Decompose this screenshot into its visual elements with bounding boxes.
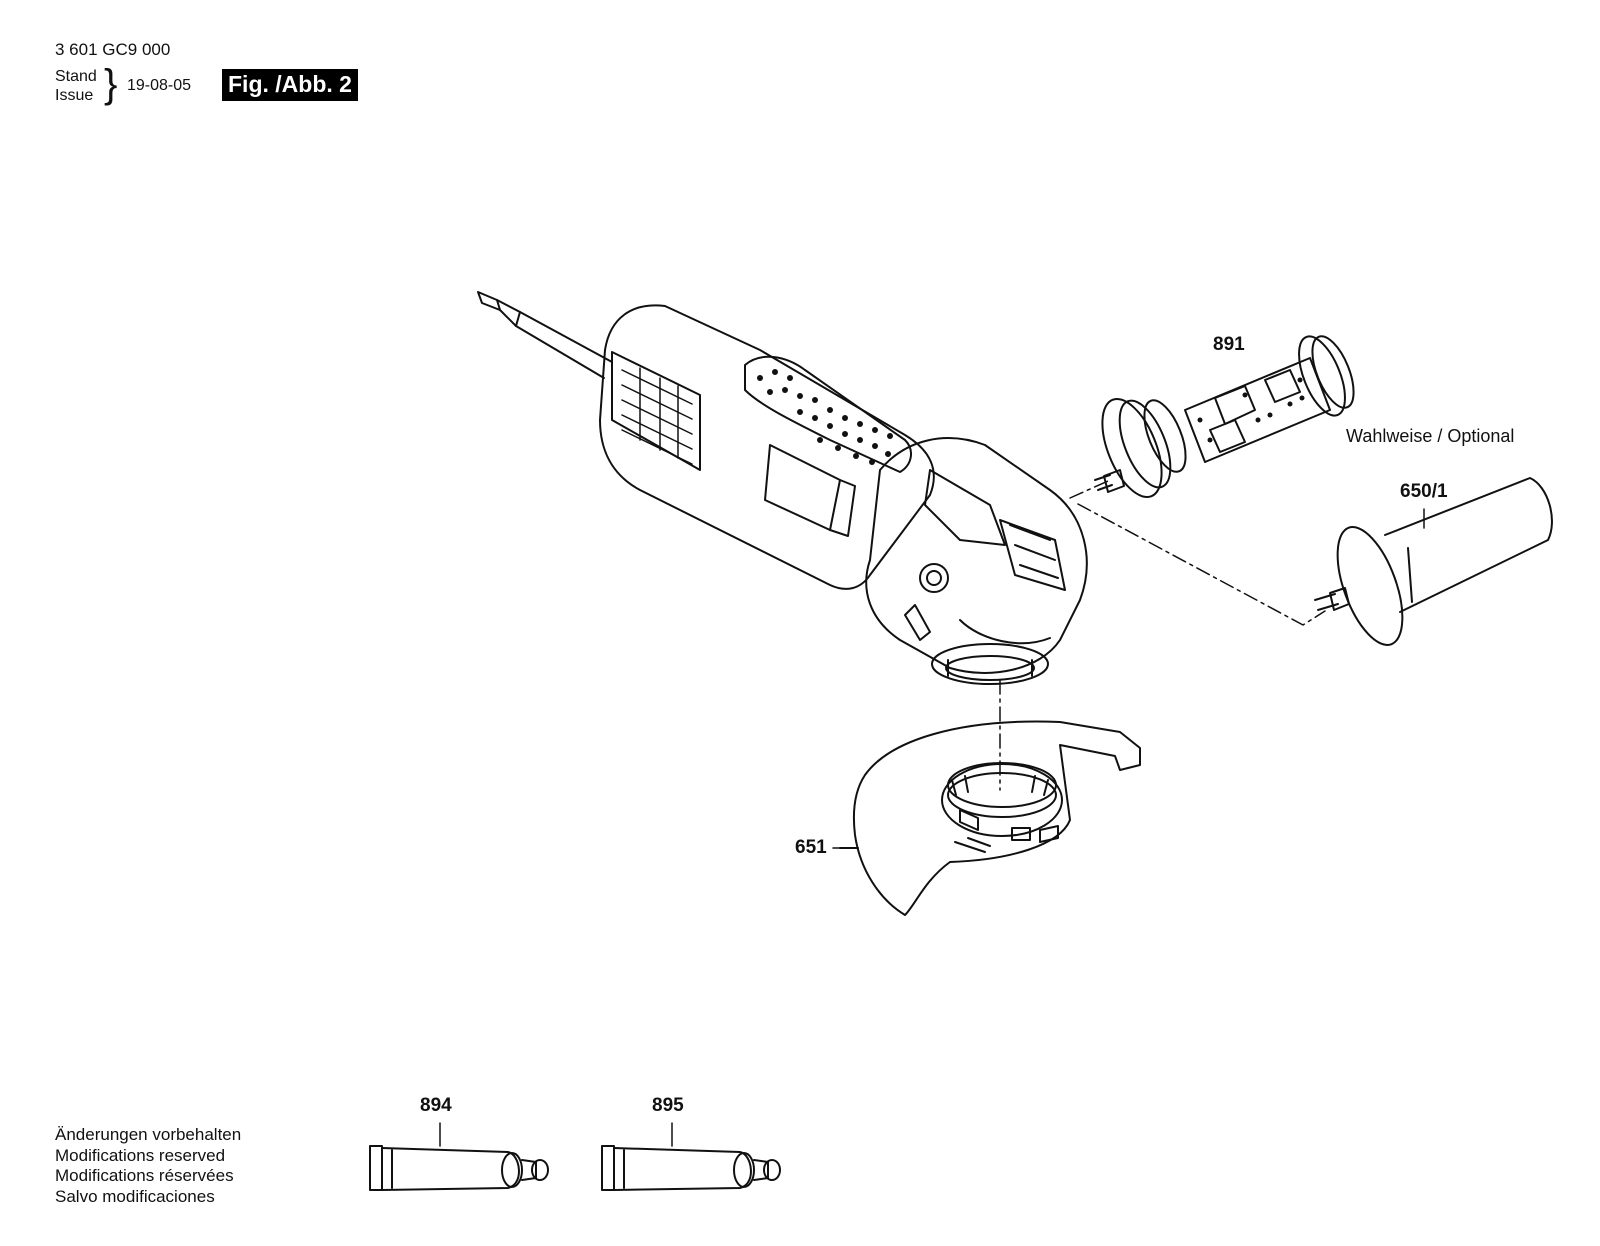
issue-label: Issue (55, 87, 94, 104)
modifications-fr: Modifications réservées (55, 1166, 234, 1185)
callout-651: 651 (795, 837, 827, 858)
part-number: 3 601 GC9 000 (55, 40, 171, 59)
callout-leaders (439, 508, 1425, 1147)
callout-891: 891 (1213, 334, 1245, 355)
wheel-guard-651 (839, 720, 1141, 916)
callout-894: 894 (420, 1095, 452, 1116)
modifications-es: Salvo modificaciones (55, 1186, 215, 1206)
stand-label: Stand (55, 68, 97, 85)
callout-650-1: 650/1 (1400, 481, 1448, 502)
side-handle-891 (1094, 335, 1355, 499)
power-cord (477, 291, 613, 379)
issue-date: 19-08-05 (127, 77, 192, 94)
modifications-de: Änderungen vorbehalten (55, 1125, 242, 1144)
gear-head (865, 437, 1088, 685)
modifications-notice: Änderungen vorbehalten Modifications res… (55, 1125, 241, 1207)
grease-tube-895 (601, 1145, 781, 1191)
figure-label: Fig. /Abb. 2 (222, 69, 358, 101)
side-handle-650-1 (1314, 477, 1553, 646)
optional-note: Wahlweise / Optional (1346, 426, 1515, 446)
callout-895: 895 (652, 1095, 684, 1116)
brace-glyph: } (104, 62, 118, 106)
grip-dots (757, 369, 893, 465)
modifications-en: Modifications reserved (55, 1145, 226, 1165)
assembly-lines (999, 480, 1326, 791)
angle-grinder-body (599, 304, 935, 590)
stand-issue-labels: Stand Issue (55, 67, 97, 105)
grease-tube-894 (369, 1145, 549, 1191)
